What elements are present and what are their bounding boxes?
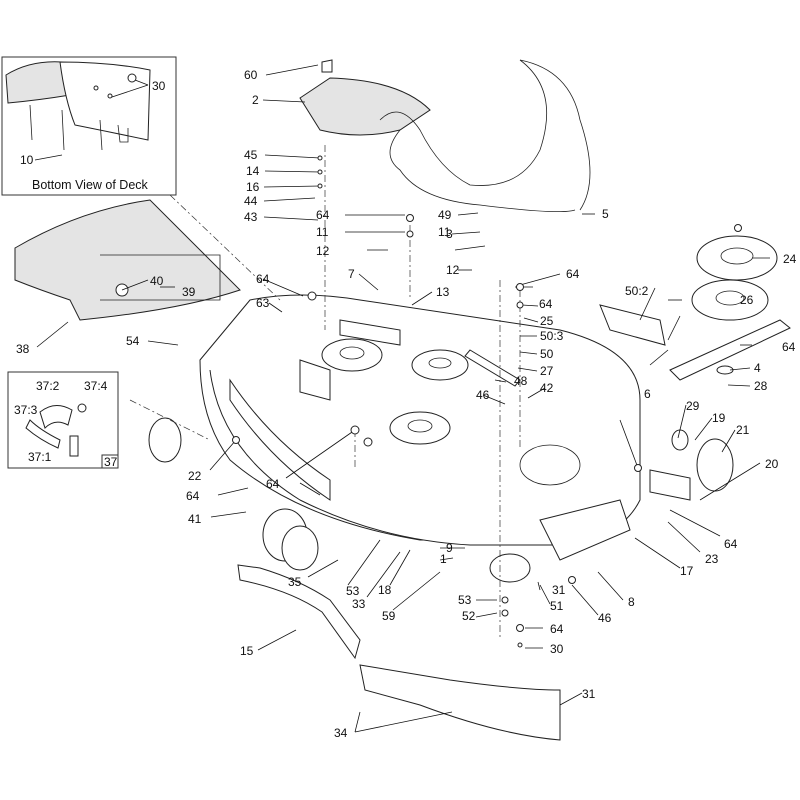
callout-label: 50	[540, 347, 554, 361]
callout-label: 12	[446, 263, 460, 277]
callout-label: 23	[705, 552, 719, 566]
callout-label: 21	[736, 423, 750, 437]
callout-label: 17	[680, 564, 694, 578]
callout-label: 2	[252, 93, 259, 107]
callout-label: 42	[540, 381, 554, 395]
callout-label: 31	[552, 583, 566, 597]
callout-label: 25	[540, 314, 554, 328]
callout-label: 18	[378, 583, 392, 597]
callout-label: 15	[240, 644, 254, 658]
callout-label: 16	[246, 180, 260, 194]
callout-label: 60	[244, 68, 258, 82]
callout-label: 41	[188, 512, 202, 526]
callout-label: 13	[436, 285, 450, 299]
hardware	[232, 155, 742, 648]
callout-label: 39	[182, 285, 196, 299]
callout-label: 11	[438, 225, 451, 239]
callout-label: 8	[628, 595, 635, 609]
callout-label: 43	[244, 210, 258, 224]
callout-label: 59	[382, 609, 396, 623]
inset-37-box-label: 37	[104, 455, 118, 469]
callout-37-2: 37:2	[36, 379, 60, 393]
callout-label: 46	[476, 388, 490, 402]
callout-37-3: 37:3	[14, 403, 38, 417]
callout-label: 40	[150, 274, 164, 288]
callout-label: 64	[566, 267, 580, 281]
callout-label: 3	[446, 227, 453, 241]
callout-label: 24	[783, 252, 797, 266]
callout-label: 45	[244, 148, 258, 162]
rollers	[148, 417, 531, 583]
callout-label: 12	[316, 244, 330, 258]
callout-label: 11	[316, 225, 329, 239]
callout-label: 63	[256, 296, 270, 310]
callout-label: 31	[582, 687, 596, 701]
callout-label: 9	[446, 541, 453, 555]
callout-label: 64	[186, 489, 200, 503]
callout-label: 49	[438, 208, 452, 222]
callout-label: 14	[246, 164, 260, 178]
callout-label: 28	[754, 379, 768, 393]
callout-label: 26	[740, 293, 754, 307]
callout-label: 53	[346, 584, 360, 598]
callout-label: 6	[644, 387, 651, 401]
callout-label: 64	[266, 477, 280, 491]
top-shield-and-belt	[299, 59, 591, 213]
callout-inset-30: 30	[152, 79, 166, 93]
callout-label: 44	[244, 194, 258, 208]
callout-label: 52	[462, 609, 476, 623]
leader-lines	[34, 64, 770, 733]
callout-label: 35	[288, 575, 302, 589]
centerlines	[129, 145, 521, 640]
callout-label: 27	[540, 364, 554, 378]
lower-baffles	[237, 564, 561, 741]
callout-label: 20	[765, 457, 779, 471]
deck-housing	[199, 294, 641, 561]
inset-37	[7, 371, 119, 469]
callout-label: 5	[602, 207, 609, 221]
callout-label: 30	[550, 642, 564, 656]
callout-label: 38	[16, 342, 30, 356]
callout-label: 64	[539, 297, 553, 311]
callout-label: 53	[458, 593, 472, 607]
callout-label: 64	[316, 208, 330, 222]
callout-label: 22	[188, 469, 202, 483]
callout-label: 19	[712, 411, 726, 425]
callout-label: 46	[598, 611, 612, 625]
callout-37-4: 37:4	[84, 379, 108, 393]
left-cover	[14, 199, 241, 321]
callout-label: 50:3	[540, 329, 564, 343]
bottom-view-inset	[1, 56, 177, 196]
callout-label: 54	[126, 334, 140, 348]
callout-label: 33	[352, 597, 366, 611]
callout-label: 64	[782, 340, 796, 354]
callout-label: 51	[550, 599, 564, 613]
right-spindle	[599, 235, 791, 501]
callout-label: 4	[754, 361, 761, 375]
callout-label: 1	[440, 552, 447, 566]
callout-label: 50:2	[625, 284, 649, 298]
callout-label: 29	[686, 399, 700, 413]
callout-label: 48	[514, 374, 528, 388]
callout-label: 64	[550, 622, 564, 636]
callout-label: 34	[334, 726, 348, 740]
callout-37-1: 37:1	[28, 450, 52, 464]
callout-label: 64	[256, 272, 270, 286]
callout-label: 64	[724, 537, 738, 551]
callout-inset-10: 10	[20, 153, 34, 167]
callout-label: 7	[348, 267, 355, 281]
bottom-view-caption: Bottom View of Deck	[32, 178, 149, 192]
